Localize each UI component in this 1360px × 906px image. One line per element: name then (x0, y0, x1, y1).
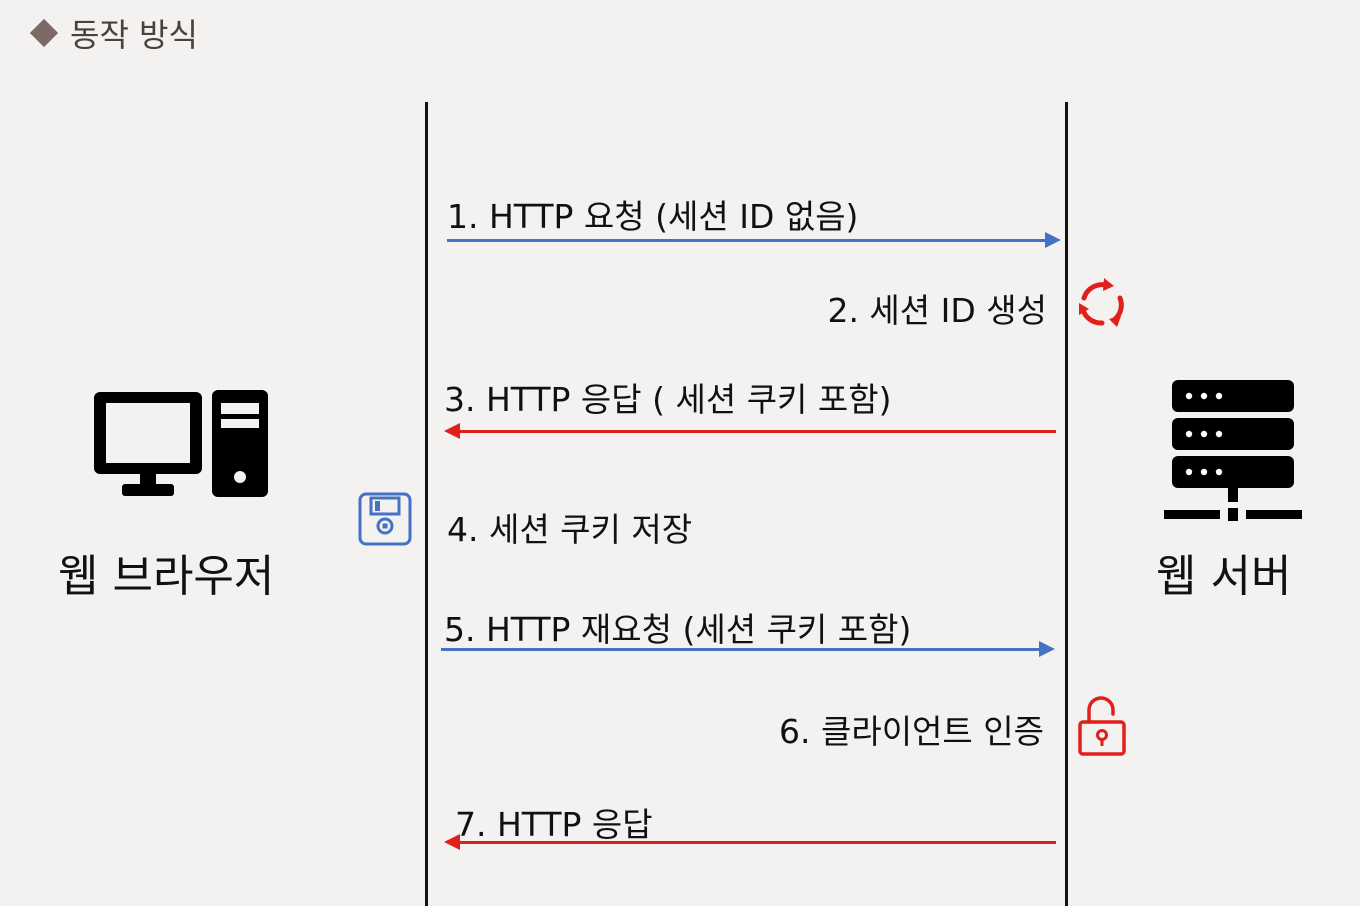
message-5-arrow (441, 641, 1055, 657)
arrowhead-right-icon (1039, 641, 1055, 657)
save-floppy-icon (358, 492, 412, 546)
message-3-arrow (444, 423, 1056, 439)
message-1-arrow (447, 232, 1061, 248)
message-4-label: 4. 세션 쿠키 저장 (447, 510, 693, 549)
server-lifeline (1065, 102, 1068, 906)
message-6-label: 6. 클라이언트 인증 (779, 712, 1044, 751)
arrowhead-right-icon (1045, 232, 1061, 248)
message-7-label: 7. HTTP 응답 (455, 805, 653, 844)
section-title: 동작 방식 (29, 10, 198, 56)
message-5-label: 5. HTTP 재요청 (세션 쿠키 포함) (444, 610, 912, 649)
diamond-bullet-icon (29, 18, 59, 48)
refresh-cycle-icon (1074, 276, 1130, 332)
message-3-label: 3. HTTP 응답 ( 세션 쿠키 포함) (444, 380, 892, 419)
section-title-text: 동작 방식 (70, 16, 198, 54)
message-7-arrow (444, 834, 1056, 850)
client-lifeline (425, 102, 428, 906)
message-2-label: 2. 세션 ID 생성 (827, 291, 1047, 330)
server-rack-icon (1162, 378, 1304, 524)
message-1-label: 1. HTTP 요청 (세션 ID 없음) (447, 197, 859, 236)
server-label: 웹 서버 (1156, 551, 1292, 602)
client-label: 웹 브라우저 (58, 551, 275, 602)
arrowhead-left-icon (444, 423, 460, 439)
desktop-computer-icon (92, 388, 272, 500)
unlock-icon (1077, 694, 1127, 758)
arrowhead-left-icon (444, 834, 460, 850)
